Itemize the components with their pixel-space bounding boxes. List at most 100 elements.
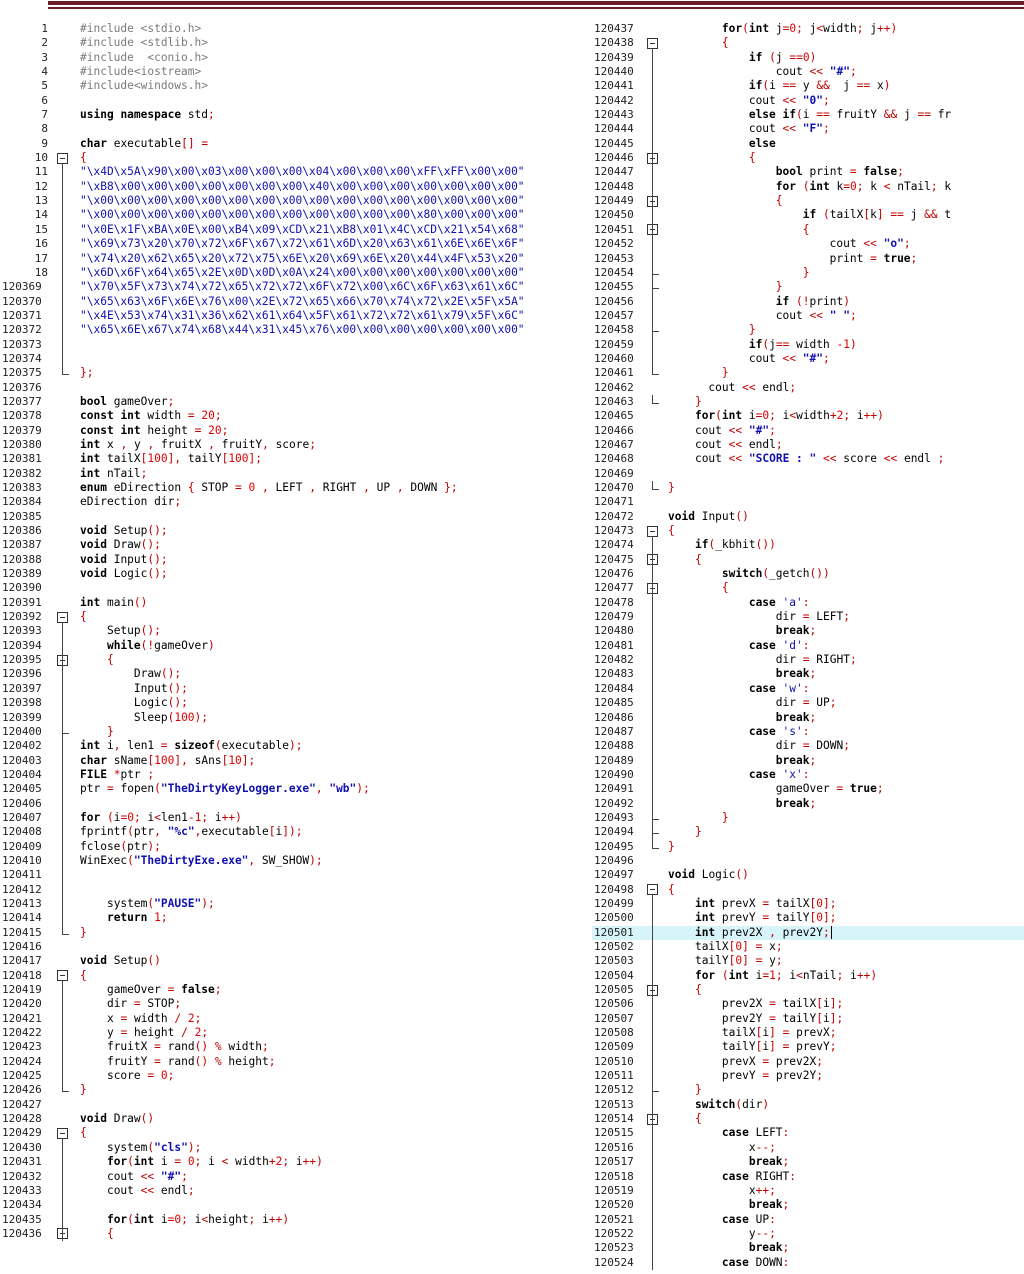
code-line[interactable]: 120421 x = width / 2; (0, 1012, 592, 1026)
code-line[interactable]: 120412 (0, 883, 592, 897)
code-line[interactable]: 120433 cout << endl; (0, 1184, 592, 1198)
code-line[interactable]: 120444 cout << "F"; (592, 122, 1024, 136)
code-line[interactable]: 120419 gameOver = false; (0, 983, 592, 997)
code-line[interactable]: 12"\xB8\x00\x00\x00\x00\x00\x00\x00\x40\… (0, 180, 592, 194)
code-line[interactable]: 120488 dir = DOWN; (592, 739, 1024, 753)
code-line[interactable]: 120369"\x70\x5F\x73\x74\x72\x65\x72\x72\… (0, 280, 592, 294)
code-line[interactable]: 120449 { (592, 194, 1024, 208)
code-line[interactable]: 120394 while(!gameOver) (0, 639, 592, 653)
code-line[interactable]: 120457 cout << " "; (592, 309, 1024, 323)
code-line[interactable]: 120479 dir = LEFT; (592, 610, 1024, 624)
code-line[interactable]: 2#include <stdlib.h> (0, 36, 592, 50)
code-line[interactable]: 120406 (0, 797, 592, 811)
code-line[interactable]: 120425 score = 0; (0, 1069, 592, 1083)
code-line[interactable]: 120396 Draw(); (0, 667, 592, 681)
code-line[interactable]: 3#include <conio.h> (0, 51, 592, 65)
code-line[interactable]: 120480 break; (592, 624, 1024, 638)
code-line[interactable]: 120422 y = height / 2; (0, 1026, 592, 1040)
code-line[interactable]: 120431 for(int i = 0; i < width+2; i++) (0, 1155, 592, 1169)
code-line[interactable]: 120416 (0, 940, 592, 954)
code-line[interactable]: 120499 int prevX = tailX[0]; (592, 897, 1024, 911)
code-line[interactable]: 120437 for(int j=0; j<width; j++) (592, 22, 1024, 36)
code-line[interactable]: 120518 case RIGHT: (592, 1170, 1024, 1184)
code-line[interactable]: 120374 (0, 352, 592, 366)
code-line[interactable]: 120461 } (592, 366, 1024, 380)
code-line[interactable]: 120491 gameOver = true; (592, 782, 1024, 796)
code-line[interactable]: 120443 else if(i == fruitY && j == fr (592, 108, 1024, 122)
code-line[interactable]: 120511 prevY = prev2Y; (592, 1069, 1024, 1083)
code-line[interactable]: 120463 } (592, 394, 1024, 409)
code-line[interactable]: 4#include<iostream> (0, 65, 592, 79)
code-line[interactable]: 120393 Setup(); (0, 624, 592, 638)
code-line[interactable]: 120435 for(int i=0; i<height; i++) (0, 1213, 592, 1227)
fold-collapse-icon[interactable] (57, 611, 68, 623)
code-line[interactable]: 120506 prev2X = tailX[i]; (592, 997, 1024, 1011)
code-line[interactable]: 120512 } (592, 1083, 1024, 1097)
code-line[interactable]: 120490 case 'x': (592, 768, 1024, 782)
code-line[interactable]: 120502 tailX[0] = x; (592, 940, 1024, 954)
code-line[interactable]: 120452 cout << "o"; (592, 237, 1024, 251)
code-line[interactable]: 5#include<windows.h> (0, 79, 592, 93)
code-line[interactable]: 120439 if (j ==0) (592, 51, 1024, 65)
code-editor-right-pane[interactable]: 120437 for(int j=0; j<width; j++)120438 … (592, 22, 1024, 1270)
code-line[interactable]: 120483 break; (592, 667, 1024, 681)
code-line[interactable]: 120505 { (592, 983, 1024, 997)
code-line[interactable]: 120438 { (592, 36, 1024, 50)
code-line[interactable]: 120471 (592, 495, 1024, 509)
code-line[interactable]: 120523 break; (592, 1241, 1024, 1255)
code-line[interactable]: 120390 (0, 581, 592, 595)
code-line[interactable]: 17"\x74\x20\x62\x65\x20\x72\x75\x6E\x20\… (0, 252, 592, 266)
code-line[interactable]: 120462 cout << endl; (592, 381, 1024, 395)
code-line[interactable]: 1#include <stdio.h> (0, 22, 592, 36)
code-line[interactable]: 120475 { (592, 553, 1024, 567)
code-editor-left-pane[interactable]: 1#include <stdio.h>2#include <stdlib.h>3… (0, 22, 592, 1241)
code-line[interactable]: 120467 cout << endl; (592, 438, 1024, 452)
fold-collapse-icon[interactable] (57, 970, 68, 982)
code-line[interactable]: 120436 { (0, 1227, 592, 1241)
code-line[interactable]: 120524 case DOWN: (592, 1256, 1024, 1270)
code-line[interactable]: 120459 if(j== width -1) (592, 338, 1024, 352)
code-line[interactable]: 120487 case 's': (592, 725, 1024, 739)
code-line[interactable]: 120432 cout << "#"; (0, 1170, 592, 1184)
code-line[interactable]: 120395 { (0, 653, 592, 667)
code-line[interactable]: 120519 x++; (592, 1184, 1024, 1198)
code-line[interactable]: 120510 prevX = prev2X; (592, 1055, 1024, 1069)
code-line[interactable]: 120451 { (592, 223, 1024, 237)
code-line[interactable]: 120424 fruitY = rand() % height; (0, 1055, 592, 1069)
code-line[interactable]: 120470} (592, 481, 1024, 495)
code-line[interactable]: 120429{ (0, 1126, 592, 1140)
code-line[interactable]: 120515 case LEFT: (592, 1126, 1024, 1140)
code-line[interactable]: 120423 fruitX = rand() % width; (0, 1040, 592, 1054)
code-line[interactable]: 120448 for (int k=0; k < nTail; k (592, 180, 1024, 194)
fold-collapse-icon[interactable] (647, 525, 658, 537)
code-line[interactable]: 120489 break; (592, 754, 1024, 768)
code-line[interactable]: 120420 dir = STOP; (0, 997, 592, 1011)
code-line[interactable]: 8 (0, 122, 592, 136)
code-line[interactable]: 120413 system("PAUSE"); (0, 897, 592, 911)
code-line[interactable]: 120473{ (592, 524, 1024, 538)
code-line[interactable]: 15"\x0E\x1F\xBA\x0E\x00\xB4\x09\xCD\x21\… (0, 223, 592, 237)
code-line[interactable]: 120476 switch(_getch()) (592, 567, 1024, 581)
code-line[interactable]: 120458 } (592, 323, 1024, 337)
code-line[interactable]: 120513 switch(dir) (592, 1098, 1024, 1112)
code-line[interactable]: 120482 dir = RIGHT; (592, 653, 1024, 667)
code-line[interactable]: 120516 x--; (592, 1141, 1024, 1155)
fold-collapse-icon[interactable] (57, 152, 68, 164)
